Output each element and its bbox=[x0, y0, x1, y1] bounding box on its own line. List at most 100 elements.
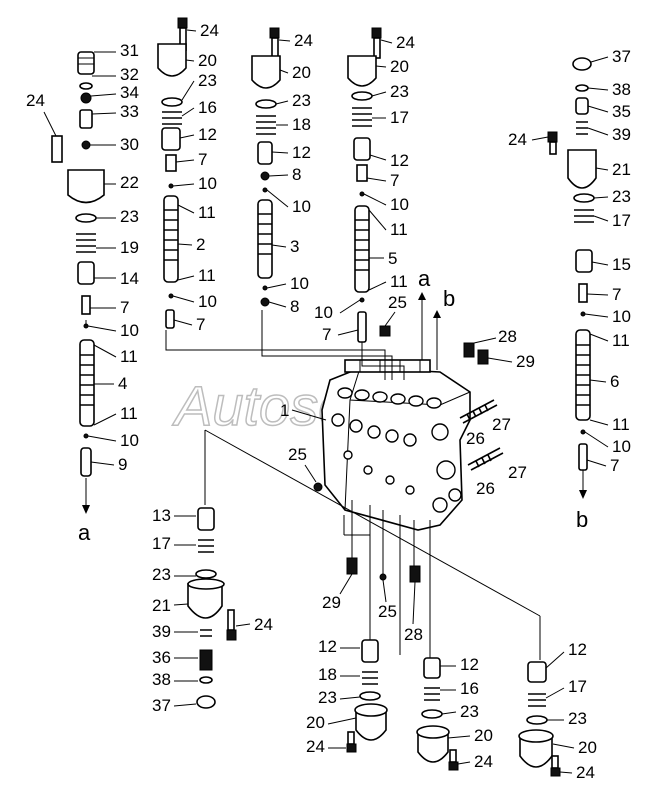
column-3-parts bbox=[251, 27, 281, 307]
callout-38-right: 38 bbox=[612, 80, 631, 99]
callout-11-col1b: 11 bbox=[120, 404, 138, 423]
callout-24-bl: 24 bbox=[254, 615, 273, 634]
callout-10-col4a: 10 bbox=[390, 195, 409, 214]
callout-31: 31 bbox=[120, 41, 139, 60]
flow-label-a-bottom: a bbox=[78, 520, 91, 545]
column-2-parts bbox=[157, 17, 188, 329]
bottom-left-parts bbox=[187, 507, 237, 709]
callout-23-col2: 23 bbox=[198, 71, 217, 90]
callout-8-col3a: 8 bbox=[292, 165, 301, 184]
callout-18-col3: 18 bbox=[292, 115, 311, 134]
bottom-center-right-parts bbox=[416, 657, 459, 771]
callout-20-col4: 20 bbox=[390, 57, 409, 76]
callout-6: 6 bbox=[610, 372, 619, 391]
callout-12-br: 12 bbox=[568, 640, 587, 659]
callout-33: 33 bbox=[120, 102, 139, 121]
callout-7-col4b: 7 bbox=[322, 325, 331, 344]
callout-10-col2b: 10 bbox=[198, 292, 217, 311]
callout-39-right: 39 bbox=[612, 125, 631, 144]
callout-34: 34 bbox=[120, 83, 139, 102]
callout-23-bcr: 23 bbox=[460, 702, 479, 721]
callout-24-br: 24 bbox=[576, 763, 595, 782]
callout-7-col4a: 7 bbox=[390, 171, 399, 190]
bottom-center-left-parts bbox=[346, 639, 388, 753]
callout-12-col3: 12 bbox=[292, 143, 311, 162]
callout-15: 15 bbox=[612, 255, 631, 274]
callout-12-col2: 12 bbox=[198, 125, 217, 144]
callout-28-top: 28 bbox=[498, 327, 517, 346]
callout-23-col4: 23 bbox=[390, 82, 409, 101]
callout-24-bcr: 24 bbox=[474, 752, 493, 771]
callout-20-bcr: 20 bbox=[474, 726, 493, 745]
callout-11-right-a: 11 bbox=[612, 331, 630, 350]
callout-24-col2: 24 bbox=[200, 21, 219, 40]
callout-30: 30 bbox=[120, 135, 139, 154]
callout-20-col2: 20 bbox=[198, 51, 217, 70]
callout-11-right-b: 11 bbox=[612, 415, 630, 434]
callout-29-top: 29 bbox=[516, 352, 535, 371]
callout-37-right: 37 bbox=[612, 47, 631, 66]
callout-16-bcr: 16 bbox=[460, 679, 479, 698]
callout-1: 1 bbox=[280, 401, 289, 420]
callout-11-col4b: 11 bbox=[390, 272, 408, 291]
callout-22: 22 bbox=[120, 173, 139, 192]
callout-25-left: 25 bbox=[288, 445, 307, 464]
callout-23-br: 23 bbox=[568, 709, 587, 728]
callout-24-col3: 24 bbox=[294, 31, 313, 50]
callout-24-col4: 24 bbox=[396, 33, 415, 52]
callout-24-right: 24 bbox=[508, 130, 527, 149]
column-1-parts bbox=[51, 51, 105, 514]
callout-11-col2b: 11 bbox=[198, 266, 216, 285]
callout-11-col1a: 11 bbox=[120, 347, 138, 366]
callout-4: 4 bbox=[118, 374, 127, 393]
callout-10-right-a: 10 bbox=[612, 307, 631, 326]
callout-10-col4b: 10 bbox=[314, 303, 333, 322]
callout-27-b: 27 bbox=[508, 463, 527, 482]
callout-32: 32 bbox=[120, 65, 139, 84]
flow-label-b-top: b bbox=[443, 286, 455, 311]
callout-17-right: 17 bbox=[612, 211, 631, 230]
flow-label-a-top: a bbox=[418, 266, 431, 291]
callout-26-a: 26 bbox=[466, 429, 485, 448]
callout-14: 14 bbox=[120, 269, 139, 288]
callout-24-col1: 24 bbox=[26, 91, 45, 110]
callout-10-col3b: 10 bbox=[290, 274, 309, 293]
callout-36: 36 bbox=[152, 648, 171, 667]
callout-23-col3: 23 bbox=[292, 91, 311, 110]
callout-13: 13 bbox=[152, 506, 171, 525]
callout-7-col1a: 7 bbox=[120, 298, 129, 317]
callout-7-right-a: 7 bbox=[612, 285, 621, 304]
callout-19: 19 bbox=[120, 238, 139, 257]
callout-10-col2a: 10 bbox=[198, 174, 217, 193]
callout-2: 2 bbox=[196, 235, 205, 254]
callout-17-col4: 17 bbox=[390, 108, 409, 127]
bottom-right-parts bbox=[518, 616, 561, 777]
callout-21-right: 21 bbox=[612, 160, 631, 179]
callout-16-col2: 16 bbox=[198, 98, 217, 117]
callout-5: 5 bbox=[388, 249, 397, 268]
callout-7-col2a: 7 bbox=[198, 150, 207, 169]
callout-23-bcl: 23 bbox=[318, 688, 337, 707]
callout-11-col4a: 11 bbox=[390, 220, 408, 239]
callout-24-bcl: 24 bbox=[306, 737, 325, 756]
column-right-parts bbox=[547, 57, 597, 499]
callout-20-br: 20 bbox=[578, 738, 597, 757]
callout-12-bcl: 12 bbox=[318, 637, 337, 656]
callout-7-right-b: 7 bbox=[610, 456, 619, 475]
callout-25-top: 25 bbox=[388, 293, 407, 312]
callout-35: 35 bbox=[612, 102, 631, 121]
callout-23-bl: 23 bbox=[152, 565, 171, 584]
callout-38-bl: 38 bbox=[152, 670, 171, 689]
callout-11-col2a: 11 bbox=[198, 203, 216, 222]
callout-28-bottom: 28 bbox=[404, 625, 423, 644]
callout-20-col3: 20 bbox=[292, 63, 311, 82]
callout-12-col4: 12 bbox=[390, 151, 409, 170]
callout-20-bcl: 20 bbox=[306, 713, 325, 732]
valve-body bbox=[321, 359, 471, 531]
callout-39-bl: 39 bbox=[152, 622, 171, 641]
callout-37-bl: 37 bbox=[152, 696, 171, 715]
callout-25-bottom: 25 bbox=[378, 602, 397, 621]
callout-10-col3a: 10 bbox=[292, 197, 311, 216]
callout-18-bcl: 18 bbox=[318, 665, 337, 684]
